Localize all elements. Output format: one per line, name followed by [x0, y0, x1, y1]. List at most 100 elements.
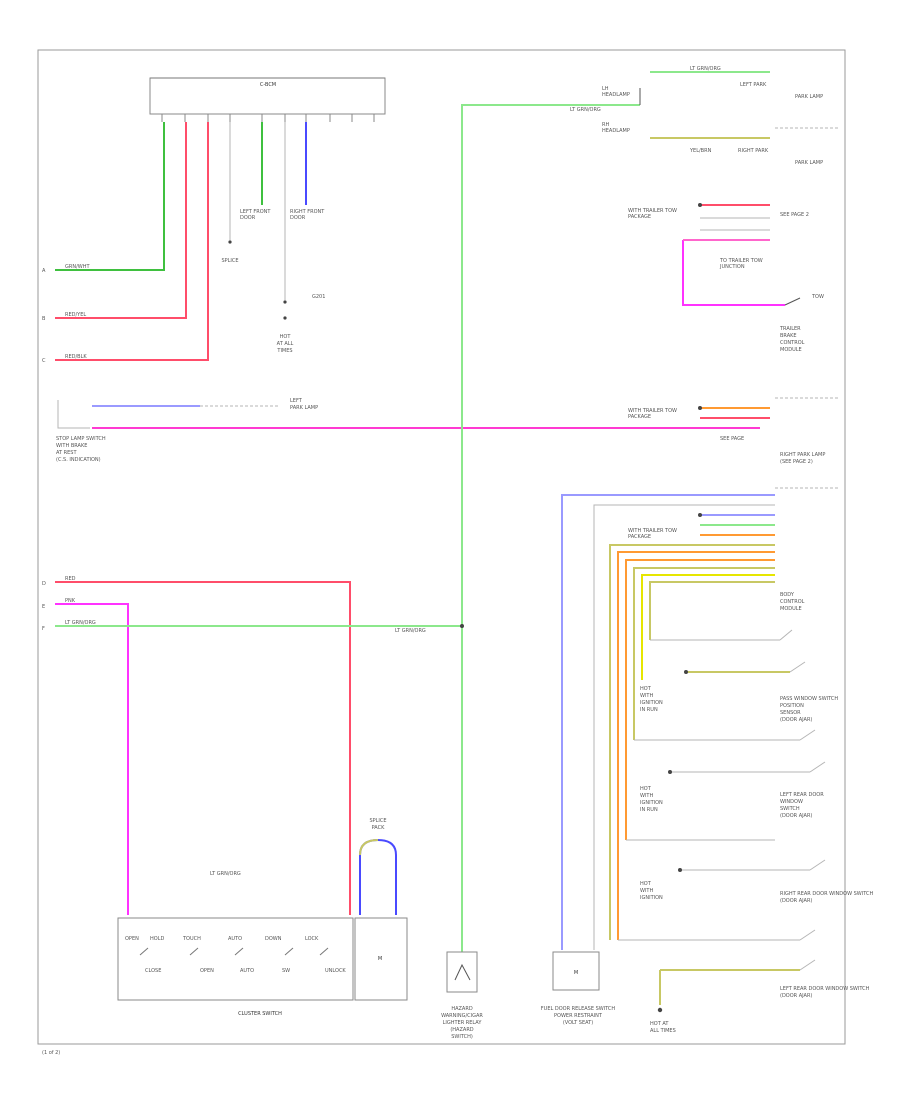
- svg-text:RED: RED: [65, 576, 76, 582]
- pass-window-switch-label: PASS WINDOW SWITCH: [780, 696, 838, 702]
- svg-text:HOT: HOT: [640, 881, 652, 887]
- svg-text:LEFT: LEFT: [290, 398, 303, 404]
- svg-text:(HAZARD: (HAZARD: [450, 1027, 473, 1033]
- svg-text:AT REST: AT REST: [56, 450, 77, 456]
- svg-text:SEE PAGE 2: SEE PAGE 2: [780, 212, 809, 218]
- cluster-switch-box: [117, 917, 354, 1001]
- svg-text:LEFT REAR DOOR: LEFT REAR DOOR: [780, 792, 824, 798]
- svg-text:HEADLAMP: HEADLAMP: [602, 128, 630, 134]
- svg-text:PNK: PNK: [65, 598, 76, 604]
- svg-text:LH: LH: [602, 86, 609, 92]
- svg-text:(DOOR AJAR): (DOOR AJAR): [780, 898, 812, 904]
- svg-text:PARK LAMP: PARK LAMP: [795, 94, 823, 100]
- svg-text:HOT: HOT: [640, 786, 652, 792]
- svg-text:D: D: [42, 581, 46, 587]
- svg-text:(VOLT SEAT): (VOLT SEAT): [563, 1020, 593, 1026]
- svg-text:LEFT FRONT: LEFT FRONT: [240, 209, 271, 215]
- rear-window-right-label: RIGHT REAR DOOR WINDOW SWITCH: [780, 891, 873, 897]
- svg-text:WITH BRAKE: WITH BRAKE: [56, 443, 87, 449]
- svg-text:PARK LAMP: PARK LAMP: [290, 405, 318, 411]
- svg-text:CLOSE: CLOSE: [145, 968, 161, 974]
- svg-text:MODULE: MODULE: [780, 606, 802, 612]
- svg-text:G201: G201: [312, 294, 325, 300]
- svg-text:RH: RH: [602, 122, 609, 128]
- svg-text:RED/BLK: RED/BLK: [65, 354, 87, 360]
- svg-text:WITH: WITH: [640, 693, 653, 699]
- svg-text:WARNING/CIGAR: WARNING/CIGAR: [441, 1013, 483, 1019]
- svg-text:POSITION: POSITION: [780, 703, 804, 709]
- svg-text:WINDOW: WINDOW: [780, 799, 803, 805]
- svg-text:AT ALL: AT ALL: [277, 341, 294, 347]
- svg-text:RIGHT FRONT: RIGHT FRONT: [290, 209, 325, 215]
- svg-text:PACKAGE: PACKAGE: [628, 534, 651, 540]
- wire-red-1: [55, 122, 187, 319]
- top-module: C-BCM: [149, 77, 386, 122]
- svg-text:LT GRN/ORG: LT GRN/ORG: [65, 620, 96, 626]
- svg-text:HEADLAMP: HEADLAMP: [602, 92, 630, 98]
- svg-text:ALL TIMES: ALL TIMES: [650, 1028, 676, 1034]
- svg-text:LEFT PARK: LEFT PARK: [740, 82, 767, 88]
- svg-text:IN RUN: IN RUN: [640, 707, 658, 713]
- svg-text:(DOOR AJAR): (DOOR AJAR): [780, 993, 812, 999]
- svg-text:IGNITION: IGNITION: [640, 800, 663, 806]
- svg-text:WITH TRAILER TOW: WITH TRAILER TOW: [628, 208, 677, 214]
- top-module-box: [149, 77, 386, 115]
- svg-text:(DOOR AJAR): (DOOR AJAR): [780, 813, 812, 819]
- svg-text:F: F: [42, 626, 45, 632]
- svg-text:WITH TRAILER TOW: WITH TRAILER TOW: [628, 528, 677, 534]
- svg-text:M: M: [574, 970, 578, 976]
- lower-left-wires: [55, 581, 462, 915]
- svg-text:PACKAGE: PACKAGE: [628, 414, 651, 420]
- svg-text:LT GRN/ORG: LT GRN/ORG: [210, 871, 241, 877]
- svg-text:BODY: BODY: [780, 592, 795, 598]
- svg-text:POWER RESTRAINT: POWER RESTRAINT: [554, 1013, 603, 1019]
- svg-text:JUNCTION: JUNCTION: [719, 264, 745, 270]
- svg-text:TRAILER: TRAILER: [779, 326, 801, 332]
- wire-green-1: [55, 122, 165, 271]
- svg-text:WITH: WITH: [640, 793, 653, 799]
- svg-text:YEL/BRN: YEL/BRN: [689, 148, 712, 154]
- upper-right-connector: WITH TRAILER TOW PACKAGE SEE PAGE 2 TO T…: [628, 203, 824, 353]
- diagram-border: [37, 49, 846, 1045]
- top-module-label: C-BCM: [260, 82, 276, 88]
- svg-text:PACK: PACK: [372, 825, 386, 831]
- svg-text:M: M: [378, 956, 382, 962]
- svg-text:SWITCH: SWITCH: [780, 806, 800, 812]
- svg-text:C: C: [42, 358, 46, 364]
- svg-text:SEE PAGE: SEE PAGE: [720, 436, 744, 442]
- svg-text:GRN/WHT: GRN/WHT: [65, 264, 90, 270]
- stop-lamp-switch-label: STOP LAMP SWITCH: [56, 436, 106, 442]
- svg-text:TO TRAILER TOW: TO TRAILER TOW: [719, 258, 763, 264]
- svg-text:HOT: HOT: [640, 686, 652, 692]
- svg-text:LT GRN/ORG: LT GRN/ORG: [690, 66, 721, 72]
- svg-text:CONTROL: CONTROL: [780, 599, 805, 605]
- svg-text:HAZARD: HAZARD: [451, 1006, 473, 1012]
- page-footer: (1 of 2): [42, 1050, 60, 1056]
- svg-text:AUTO: AUTO: [228, 936, 242, 942]
- svg-text:LT GRN/ORG: LT GRN/ORG: [395, 628, 426, 634]
- svg-text:OPEN: OPEN: [125, 936, 139, 942]
- fuel-door-switch: M FUEL DOOR RELEASE SWITCH POWER RESTRAI…: [541, 951, 615, 1026]
- wire-magenta-right: [682, 240, 785, 306]
- svg-text:RED/YEL: RED/YEL: [65, 312, 86, 318]
- right-park-lamp-label: RIGHT PARK LAMP: [780, 452, 825, 458]
- svg-text:DOWN: DOWN: [265, 936, 282, 942]
- svg-text:TOW: TOW: [811, 294, 824, 300]
- wire-green-center: [461, 104, 640, 965]
- svg-text:BRAKE: BRAKE: [780, 333, 797, 339]
- svg-text:LIGHTER RELAY: LIGHTER RELAY: [443, 1020, 483, 1026]
- rear-window-left-label: LEFT REAR DOOR WINDOW SWITCH: [780, 986, 870, 992]
- svg-text:PACKAGE: PACKAGE: [628, 214, 651, 220]
- svg-text:IN RUN: IN RUN: [640, 807, 658, 813]
- svg-text:SPLICE: SPLICE: [221, 258, 238, 264]
- svg-text:RIGHT PARK: RIGHT PARK: [738, 148, 769, 154]
- top-module-wires: [55, 122, 307, 361]
- svg-text:HOT AT: HOT AT: [650, 1021, 669, 1027]
- svg-text:(DOOR AJAR): (DOOR AJAR): [780, 717, 812, 723]
- stop-lamp-switch: STOP LAMP SWITCH WITH BRAKE AT REST (C.S…: [56, 400, 106, 463]
- svg-text:LT GRN/ORG: LT GRN/ORG: [570, 107, 601, 113]
- svg-text:TIMES: TIMES: [276, 348, 292, 354]
- svg-text:DOOR: DOOR: [240, 215, 256, 221]
